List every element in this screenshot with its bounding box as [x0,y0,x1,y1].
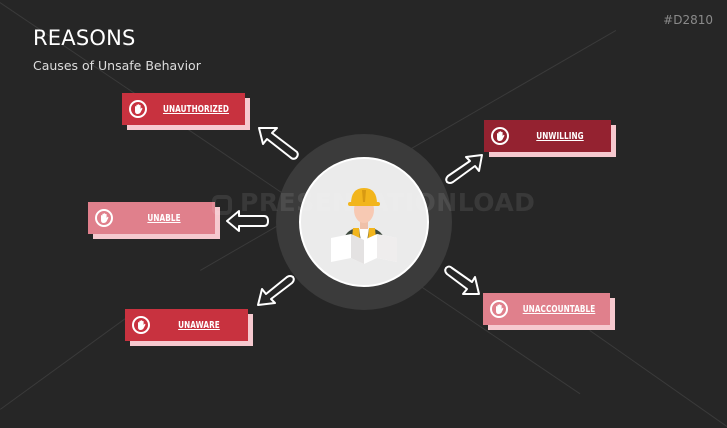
arrow-down-right-icon [444,265,480,295]
slide-code: #D2810 [663,13,713,27]
reason-card-unwilling[interactable]: UNWILLING [484,120,616,157]
construction-worker-with-map-icon [329,180,399,270]
slide-subtitle: Causes of Unsafe Behavior [33,58,201,73]
reason-card-unaware[interactable]: UNAWARE [125,309,253,346]
stop-hand-icon [95,209,113,227]
reason-label: UNABLE [147,212,181,224]
arrow-up-right-icon [445,154,483,184]
arrow-down-left-icon [257,275,295,306]
arrow-left-icon [226,210,269,232]
stop-hand-icon [129,100,147,118]
background-line [0,314,131,410]
stop-hand-icon [490,300,508,318]
background-line [589,330,727,428]
stop-hand-icon [491,127,509,145]
watermark: PRESENTATIONLOAD [212,188,535,217]
watermark-logo-icon [212,195,232,215]
reason-label: UNAWARE [178,319,220,331]
reason-card-unauthorized[interactable]: UNAUTHORIZED [122,93,250,130]
reason-card-unable[interactable]: UNABLE [88,202,220,239]
reason-label: UNWILLING [536,130,584,142]
slide-title: REASONS [33,26,136,50]
stop-hand-icon [132,316,150,334]
arrow-up-left-icon [258,127,299,160]
reason-card-unaccountable[interactable]: UNACCOUNTABLE [483,293,615,330]
reason-label: UNAUTHORIZED [162,103,230,115]
reason-label: UNACCOUNTABLE [522,303,596,315]
